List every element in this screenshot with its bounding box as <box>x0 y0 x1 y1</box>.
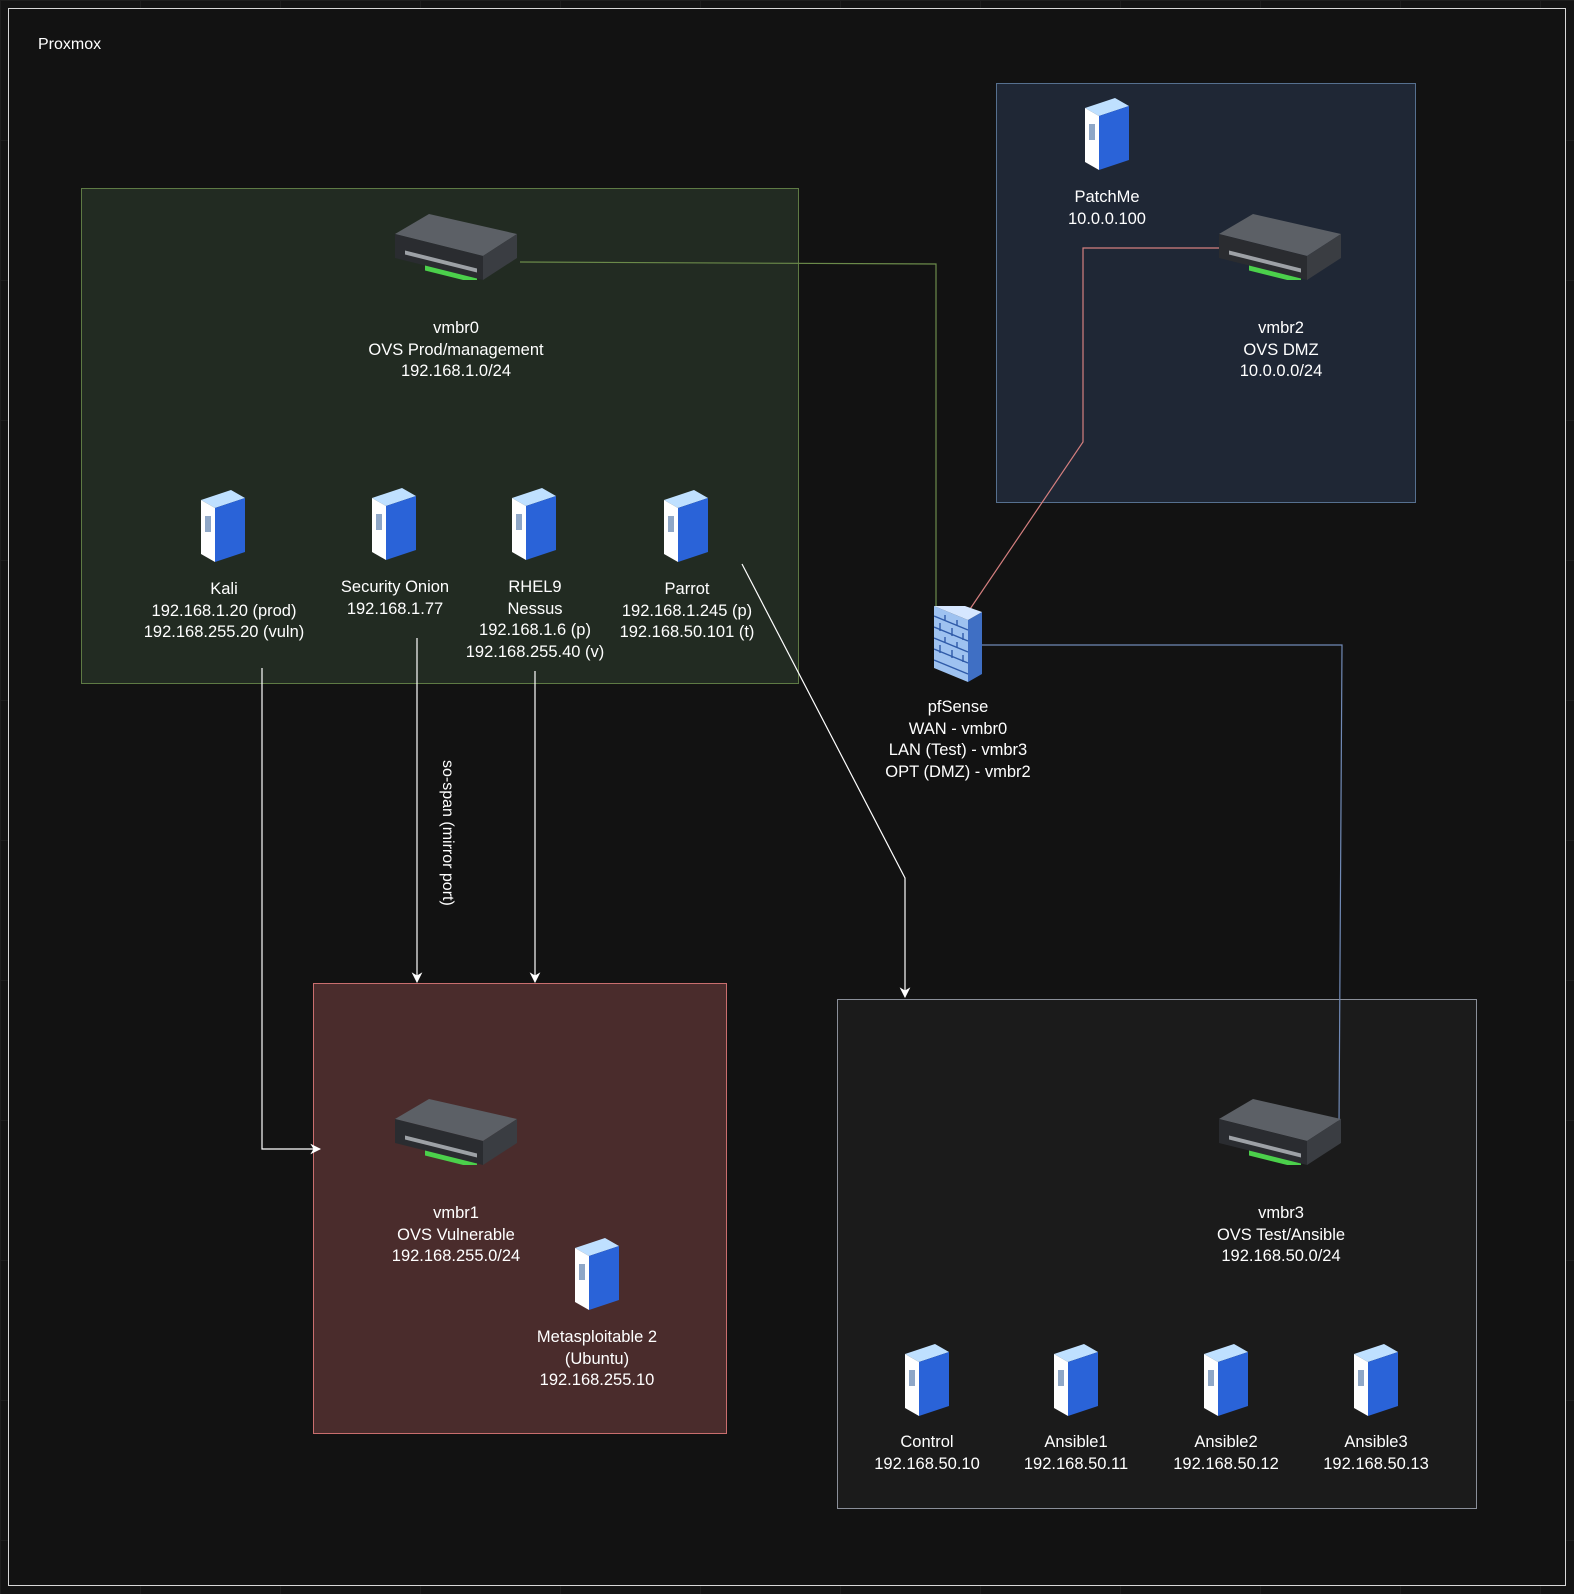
rhel9-role: Nessus <box>507 599 563 618</box>
switch-vmbr0-icon[interactable] <box>395 214 517 280</box>
pfsense-wan: WAN - vmbr0 <box>908 719 1008 738</box>
dmz-zone <box>996 83 1416 503</box>
ansible2-ip: 192.168.50.12 <box>1173 1454 1279 1473</box>
vmbr0-subnet: 192.168.1.0/24 <box>400 362 512 380</box>
ansible3-server-icon[interactable] <box>1354 1344 1398 1416</box>
rhel9-label: RHEL9 Nessus 192.168.1.6 (p) 192.168.255… <box>466 577 605 663</box>
patchme-ip: 10.0.0.100 <box>1068 209 1146 228</box>
vmbr2-subnet: 10.0.0.0/24 <box>1239 362 1323 380</box>
edge-pfsense-vmbr2 <box>967 247 1222 613</box>
ansible3-label: Ansible3 192.168.50.13 <box>1323 1432 1429 1475</box>
edge-parrot-vmbr3 <box>741 563 911 999</box>
control-server-icon[interactable] <box>905 1344 949 1416</box>
ansible2-name: Ansible2 <box>1194 1433 1258 1451</box>
vmbr1-subnet: 192.168.255.0/24 <box>391 1247 521 1265</box>
test-zone <box>837 999 1477 1509</box>
pfsense-opt: OPT (DMZ) - vmbr2 <box>885 762 1031 781</box>
vmbr3-label: vmbr3 OVS Test/Ansible 192.168.50.0/24 <box>1217 1203 1345 1268</box>
control-label: Control 192.168.50.10 <box>874 1432 980 1475</box>
ansible1-label: Ansible1 192.168.50.11 <box>1024 1432 1128 1475</box>
rhel9-ip-vuln: 192.168.255.40 (v) <box>465 642 605 661</box>
vmbr0-desc: OVS Prod/management <box>368 340 544 359</box>
parrot-label: Parrot 192.168.1.245 (p) 192.168.50.101 … <box>620 579 755 644</box>
vmbr0-label: vmbr0 OVS Prod/management 192.168.1.0/24 <box>368 318 543 383</box>
security-onion-server-icon[interactable] <box>372 488 416 560</box>
ansible1-server-icon[interactable] <box>1054 1344 1098 1416</box>
security-onion-name: Security Onion <box>340 578 450 596</box>
pfsense-firewall-icon[interactable] <box>934 606 982 682</box>
mirror-port-label: so-span (mirror port) <box>439 760 456 906</box>
vulnerable-zone <box>313 983 727 1434</box>
parrot-server-icon[interactable] <box>664 490 708 562</box>
rhel9-name: RHEL9 <box>508 578 562 596</box>
kali-label: Kali 192.168.1.20 (prod) 192.168.255.20 … <box>144 579 305 644</box>
kali-server-icon[interactable] <box>201 490 245 562</box>
edge-pfsense-vmbr3 <box>982 644 1343 1127</box>
kali-ip-vuln: 192.168.255.20 (vuln) <box>143 623 305 641</box>
ansible2-server-icon[interactable] <box>1204 1344 1248 1416</box>
switch-vmbr1-icon[interactable] <box>395 1099 517 1165</box>
metasploitable-os: (Ubuntu) <box>564 1349 630 1368</box>
kali-ip-prod: 192.168.1.20 (prod) <box>151 601 297 620</box>
vmbr1-name: vmbr1 <box>433 1204 479 1222</box>
proxmox-title: Proxmox <box>38 36 102 53</box>
pfsense-lan: LAN (Test) - vmbr3 <box>888 741 1028 759</box>
vmbr0-name: vmbr0 <box>433 319 479 337</box>
ansible2-label: Ansible2 192.168.50.12 <box>1173 1432 1279 1475</box>
parrot-name: Parrot <box>664 580 710 598</box>
control-name: Control <box>900 1433 954 1451</box>
ansible3-ip: 192.168.50.13 <box>1323 1454 1429 1473</box>
edge-vmbr0-pfsense <box>519 261 937 612</box>
metasploitable-name: Metasploitable 2 <box>536 1328 658 1346</box>
pfsense-name: pfSense <box>927 698 989 716</box>
patchme-name: PatchMe <box>1074 188 1140 206</box>
vmbr2-name: vmbr2 <box>1258 319 1304 337</box>
vmbr3-subnet: 192.168.50.0/24 <box>1221 1247 1341 1265</box>
vmbr3-name: vmbr3 <box>1258 1204 1304 1222</box>
parrot-ip-test: 192.168.50.101 (t) <box>619 623 755 641</box>
control-ip: 192.168.50.10 <box>874 1454 980 1473</box>
patchme-label: PatchMe 10.0.0.100 <box>1068 187 1146 230</box>
security-onion-label: Security Onion 192.168.1.77 <box>341 577 449 620</box>
vmbr2-desc: OVS DMZ <box>1243 340 1319 359</box>
parrot-ip-prod: 192.168.1.245 (p) <box>621 601 753 620</box>
rhel9-ip-prod: 192.168.1.6 (p) <box>479 621 591 639</box>
edge-kali-vmbr1 <box>261 668 322 1155</box>
vmbr1-desc: OVS Vulnerable <box>397 1225 515 1244</box>
pfsense-label: pfSense WAN - vmbr0 LAN (Test) - vmbr3 O… <box>885 697 1030 783</box>
kali-name: Kali <box>210 580 238 598</box>
ansible3-name: Ansible3 <box>1344 1433 1408 1451</box>
vmbr2-label: vmbr2 OVS DMZ 10.0.0.0/24 <box>1240 318 1323 383</box>
metasploitable-ip: 192.168.255.10 <box>539 1371 655 1389</box>
patchme-server-icon[interactable] <box>1085 98 1129 170</box>
vmbr3-desc: OVS Test/Ansible <box>1216 1225 1346 1244</box>
ansible1-name: Ansible1 <box>1044 1433 1108 1451</box>
rhel9-server-icon[interactable] <box>512 488 556 560</box>
switch-vmbr3-icon[interactable] <box>1219 1099 1341 1165</box>
switch-vmbr2-icon[interactable] <box>1219 214 1341 280</box>
vmbr1-label: vmbr1 OVS Vulnerable 192.168.255.0/24 <box>392 1203 520 1268</box>
metasploitable-label: Metasploitable 2 (Ubuntu) 192.168.255.10 <box>537 1327 657 1392</box>
ansible1-ip: 192.168.50.11 <box>1023 1454 1129 1473</box>
metasploitable-server-icon[interactable] <box>575 1238 619 1310</box>
security-onion-ip: 192.168.1.77 <box>346 599 444 618</box>
